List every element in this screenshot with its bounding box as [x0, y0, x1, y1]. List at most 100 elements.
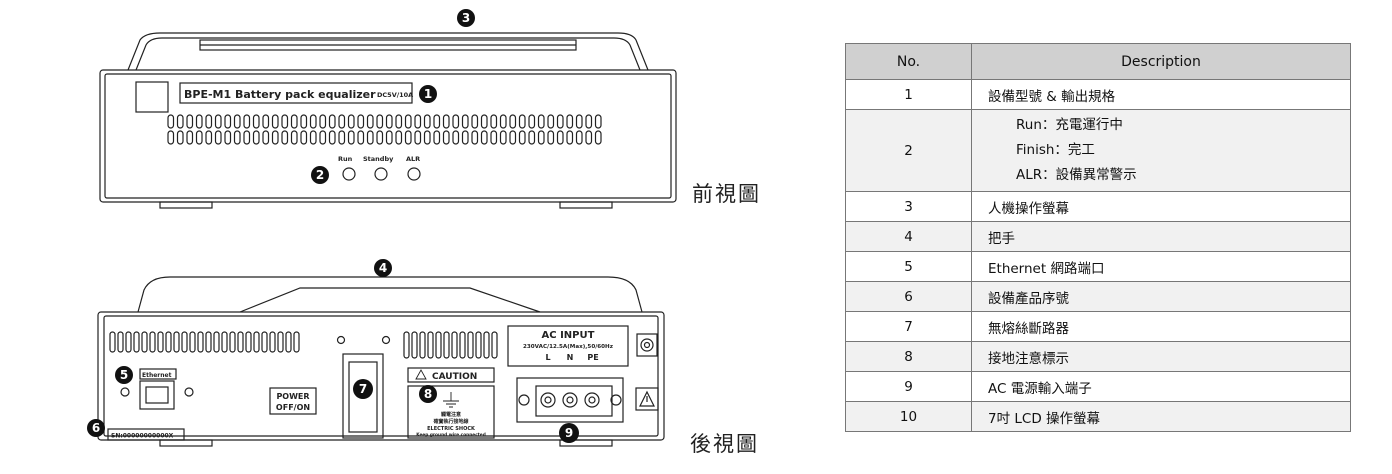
vent-slot: [366, 130, 374, 145]
vent-slot: [186, 114, 194, 129]
vent-slot: [442, 130, 450, 145]
vent-slot: [293, 331, 300, 353]
vent-slot: [490, 130, 498, 145]
description-table: No. Description 1 設備型號 & 輸出規格 2 Run：充電運行…: [845, 43, 1351, 432]
vent-slot: [556, 114, 564, 129]
vent-slot: [224, 114, 232, 129]
vent-slot: [471, 130, 479, 145]
vent-slot: [214, 130, 222, 145]
vent-slot: [243, 130, 251, 145]
vent-slot: [518, 114, 526, 129]
vent-slot: [167, 114, 175, 129]
vent-slot: [165, 331, 172, 353]
vent-slot: [271, 114, 279, 129]
vent-slot: [480, 130, 488, 145]
run-led: [342, 167, 356, 181]
vent-slot: [229, 331, 236, 353]
front-model-label: BPE-M1 Battery pack equalizer: [184, 88, 376, 101]
vent-slot: [395, 114, 403, 129]
device-diagram: BPE-M1 Battery pack equalizer DC5V/10A R…: [87, 9, 677, 447]
vent-slot: [290, 114, 298, 129]
vent-slot: [594, 130, 602, 145]
table-row: 1 設備型號 & 輸出規格: [845, 79, 1351, 110]
vent-slot: [252, 130, 260, 145]
callout-9: 9: [559, 423, 579, 443]
vent-slot: [233, 130, 241, 145]
vent-slot: [252, 114, 260, 129]
callout-4: 4: [374, 259, 392, 277]
vent-slot: [221, 331, 228, 353]
front-model-spec: DC5V/10A: [377, 91, 413, 99]
vent-slot: [376, 114, 384, 129]
caution-label: CAUTION: [432, 372, 477, 382]
caution-triangle-icon: [415, 369, 427, 380]
vent-slot: [475, 331, 482, 359]
vent-slot: [433, 130, 441, 145]
vent-slot: [205, 331, 212, 353]
vent-slot: [509, 114, 517, 129]
vent-slot: [319, 114, 327, 129]
vent-slot: [585, 114, 593, 129]
vent-slot: [547, 130, 555, 145]
callout-badges: 1 2 3 4 5 6 7 8 9: [87, 9, 579, 443]
table-row: 5 Ethernet 網路端口: [845, 251, 1351, 282]
vent-slot: [243, 114, 251, 129]
vent-slot: [347, 114, 355, 129]
power-label-2: OFF/ON: [276, 403, 310, 412]
vent-slot: [442, 114, 450, 129]
shock-line-2: 確實執行接地線: [432, 418, 468, 425]
vent-slot: [566, 114, 574, 129]
vent-slot: [427, 331, 434, 359]
vent-slot: [309, 130, 317, 145]
vent-slot: [518, 130, 526, 145]
vent-slot: [471, 114, 479, 129]
vent-slot: [347, 130, 355, 145]
vent-slot: [395, 130, 403, 145]
vent-slot: [575, 130, 583, 145]
vent-slot: [186, 130, 194, 145]
vent-slot: [195, 130, 203, 145]
ac-n: N: [567, 353, 574, 362]
standby-led: [374, 167, 388, 181]
vent-slot: [423, 114, 431, 129]
vent-slot: [452, 130, 460, 145]
table-row: 7 無熔絲斷路器: [845, 311, 1351, 342]
vent-slot: [205, 114, 213, 129]
vent-slot: [594, 114, 602, 129]
vent-slot: [566, 130, 574, 145]
callout-8: 8: [419, 385, 437, 403]
ac-input-spec: 230VAC/12.5A(Max),50/60Hz: [523, 344, 613, 350]
vent-slot: [205, 130, 213, 145]
header-no: No.: [845, 43, 972, 80]
vent-slot: [459, 331, 466, 359]
vent-slot: [281, 114, 289, 129]
vent-slot: [290, 130, 298, 145]
vent-slot: [197, 331, 204, 353]
vent-slot: [376, 130, 384, 145]
vent-slot: [338, 130, 346, 145]
table-row: 9 AC 電源輸入端子: [845, 371, 1351, 402]
rear-view: [97, 276, 665, 447]
vent-slot: [467, 331, 474, 359]
vent-slot: [109, 331, 116, 353]
svg-text:7: 7: [359, 382, 367, 396]
vent-slot: [537, 114, 545, 129]
vent-slot: [309, 114, 317, 129]
vent-slot: [181, 331, 188, 353]
status-run-line: Run：充電運行中: [1016, 117, 1123, 133]
shock-line-3: ELECTRIC SHOCK: [427, 426, 476, 432]
vent-slot: [262, 130, 270, 145]
callout-6: 6: [87, 419, 105, 437]
callout-5: 5: [115, 366, 133, 384]
vent-slot: [224, 130, 232, 145]
svg-text:3: 3: [462, 11, 470, 25]
ground-symbol-icon: [443, 392, 459, 408]
vent-slot: [419, 331, 426, 359]
vent-slot: [328, 130, 336, 145]
vent-slot: [575, 114, 583, 129]
vent-slot: [261, 331, 268, 353]
ethernet-label: Ethernet: [142, 372, 172, 379]
vent-slot: [385, 130, 393, 145]
svg-text:6: 6: [92, 421, 100, 435]
vent-slot: [404, 114, 412, 129]
